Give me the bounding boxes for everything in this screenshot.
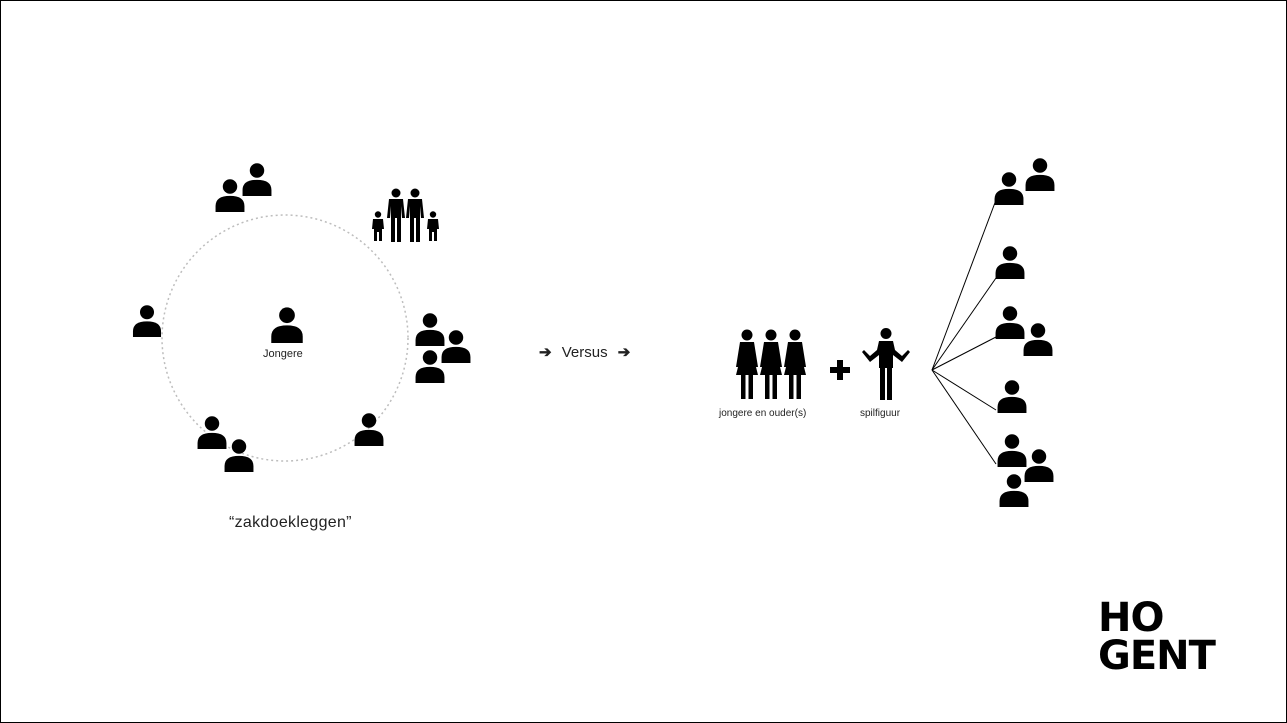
pivot-label: spilfiguur (860, 408, 901, 419)
family-women-icon (736, 329, 806, 399)
versus-label: ➔ Versus ➔ (539, 343, 630, 361)
family-label: jongere en ouder(s) (719, 408, 807, 419)
hogent-logo: HO GENT (1098, 595, 1216, 679)
logo-line-1: HO (1098, 595, 1164, 641)
circle-caption: “zakdoekleggen” (229, 514, 352, 531)
person-icon-left (132, 305, 162, 337)
arrow-right-icon: ➔ (539, 344, 552, 361)
family-icon (372, 188, 439, 242)
pivot-person-icon (862, 328, 910, 400)
group-icon-bottom-left (197, 416, 254, 472)
group-icon-r3 (995, 306, 1053, 356)
person-icon-r2 (995, 246, 1025, 279)
connection-lines (931, 199, 997, 465)
group-icon-r1 (994, 158, 1055, 205)
versus-text: Versus (561, 344, 608, 361)
arrow-right-icon: ➔ (617, 344, 631, 361)
center-label: Jongere (263, 348, 303, 360)
group-icon-r5 (997, 434, 1054, 507)
center-person-icon (271, 307, 303, 343)
logo-line-2: GENT (1098, 633, 1216, 679)
network-circle (161, 214, 409, 462)
plus-icon (830, 360, 850, 380)
person-icon-r4 (997, 380, 1027, 413)
group-icon-right (415, 313, 471, 383)
group-icon-top (215, 163, 272, 212)
